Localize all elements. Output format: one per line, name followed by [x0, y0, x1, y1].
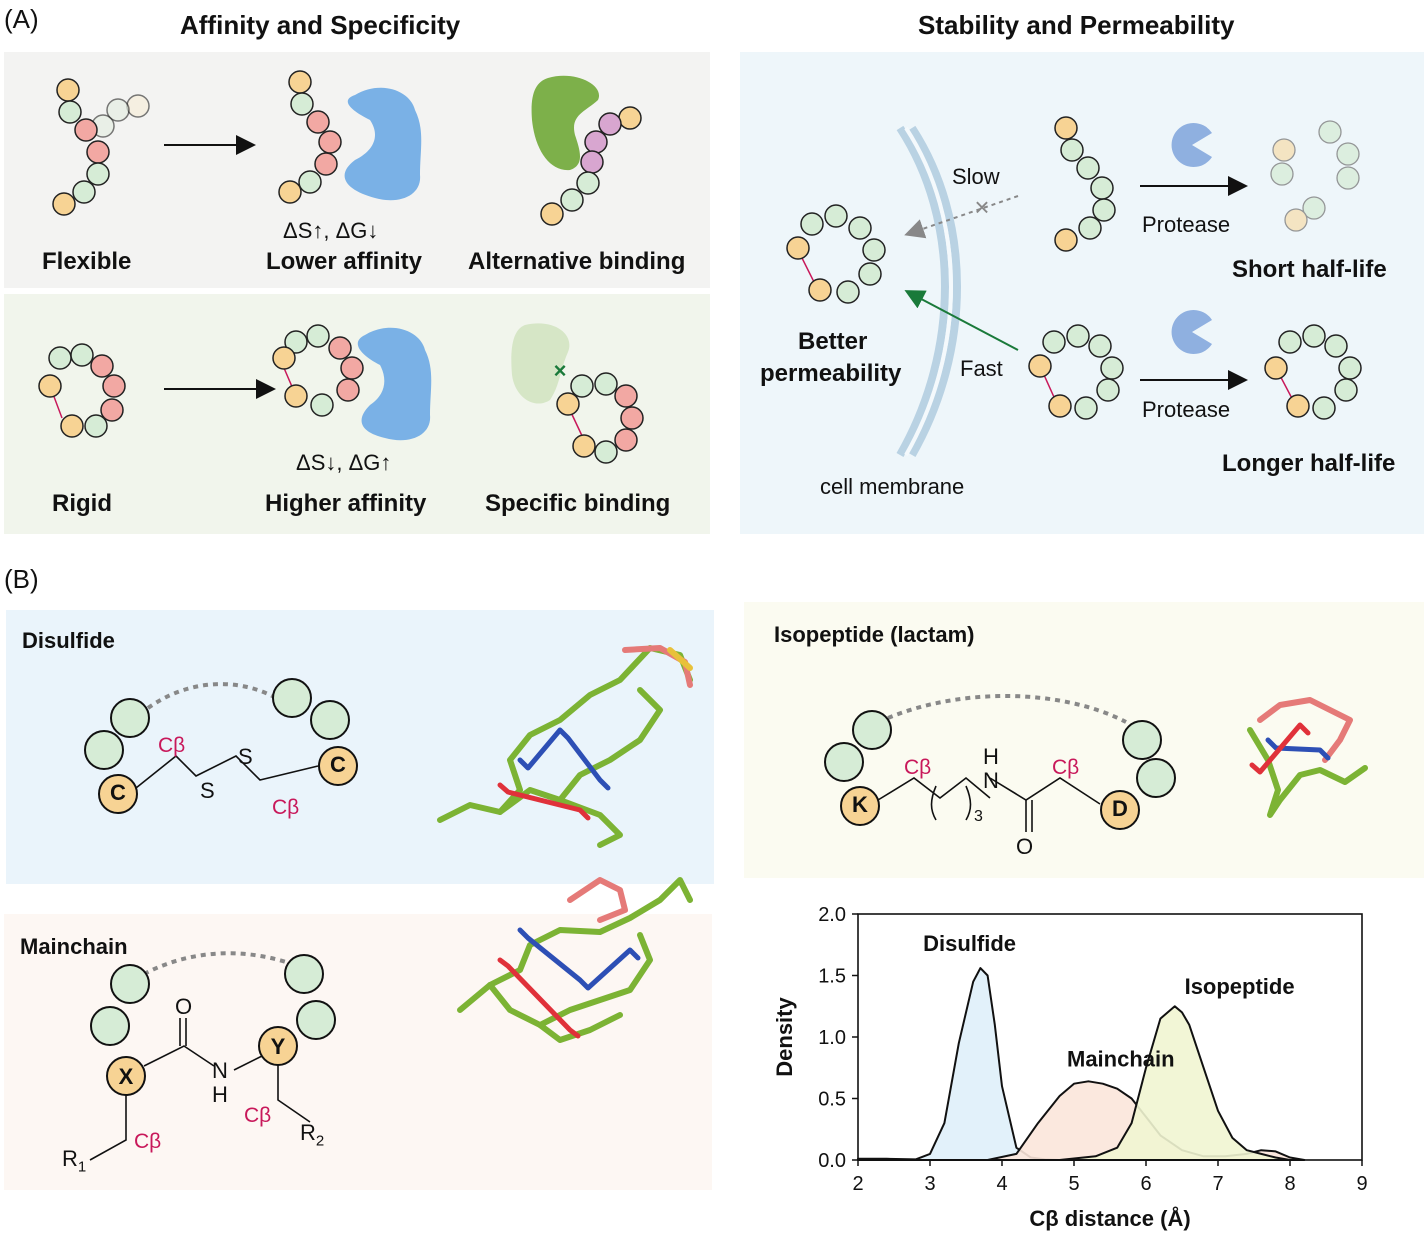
panel-b-structures — [84, 645, 1368, 1161]
mainchain-o: O — [175, 994, 193, 1019]
disulfide-molecule — [437, 645, 693, 848]
permeability-label: permeability — [760, 360, 902, 387]
x-tick-label: 8 — [1284, 1173, 1295, 1195]
y-tick-label: 1.0 — [818, 1027, 846, 1049]
alternative-binding-label: Alternative binding — [468, 248, 686, 275]
x-axis-label: Cβ distance (Å) — [1029, 1205, 1190, 1231]
panel-a-letter: (A) — [4, 4, 39, 34]
isopeptide-cb-left: Cβ — [904, 756, 932, 779]
series-label-isopeptide: Isopeptide — [1185, 974, 1295, 999]
isopeptide-cb-right: Cβ — [1052, 756, 1080, 779]
cell-membrane-label: cell membrane — [820, 474, 965, 499]
density-area-isopeptide — [1058, 1005, 1291, 1161]
rigid-energy: ΔS↓, ΔG↑ — [296, 450, 392, 475]
mainchain-n: N — [212, 1058, 228, 1083]
isopeptide-n: N — [983, 768, 999, 793]
mainchain-title: Mainchain — [20, 934, 128, 959]
isopeptide-res-d: D — [1112, 796, 1128, 821]
series-label-disulfide: Disulfide — [923, 931, 1016, 956]
flexible-energy: ΔS↑, ΔG↓ — [283, 218, 379, 243]
mainchain-res-y: Y — [270, 1034, 286, 1059]
mainchain-r2: R2 — [300, 1120, 325, 1150]
isopeptide-h: H — [983, 744, 999, 769]
mainchain-molecule — [457, 877, 693, 1043]
disulfide-res-right: C — [330, 752, 346, 777]
longer-half-life-label: Longer half-life — [1222, 450, 1396, 477]
blocked-icon: × — [554, 358, 567, 383]
x-tick-label: 3 — [924, 1173, 935, 1195]
target-protein-blob — [344, 87, 422, 201]
higher-affinity-label: Higher affinity — [265, 490, 427, 517]
protease-icon-top — [1171, 123, 1212, 167]
y-tick-label: 2.0 — [818, 904, 846, 926]
series-label-mainchain: Mainchain — [1067, 1047, 1175, 1072]
disulfide-panel — [6, 610, 714, 884]
density-area-disulfide — [857, 967, 1061, 1161]
y-tick-label: 1.5 — [818, 966, 846, 988]
x-tick-label: 7 — [1212, 1173, 1223, 1195]
x-tick-label: 9 — [1356, 1173, 1367, 1195]
protease-icon-bottom — [1171, 310, 1212, 354]
better-label: Better — [798, 328, 868, 355]
isopeptide-res-k: K — [852, 792, 868, 817]
isopeptide-molecule — [1247, 697, 1368, 818]
mainchain-panel — [4, 914, 712, 1190]
isopeptide-subscript: 3 — [974, 808, 983, 825]
short-half-life-label: Short half-life — [1232, 256, 1387, 283]
x-tick-label: 5 — [1068, 1173, 1079, 1195]
x-tick-label: 2 — [852, 1173, 863, 1195]
panel-b-letter: (B) — [4, 564, 39, 594]
x-tick-label: 6 — [1140, 1173, 1151, 1195]
protease-label-bottom: Protease — [1142, 397, 1231, 422]
disulfide-res-left: C — [110, 780, 126, 805]
y-tick-label: 0.0 — [818, 1150, 846, 1172]
y-axis-label: Density — [772, 997, 797, 1077]
isopeptide-title: Isopeptide (lactam) — [774, 622, 975, 647]
flexible-peptide — [52, 78, 150, 216]
disulfide-cb-right: Cβ — [272, 796, 300, 819]
slow-blocked-icon: × — [974, 192, 989, 222]
specific-binding-label: Specific binding — [485, 490, 671, 517]
protease-label-top: Protease — [1142, 212, 1231, 237]
isopeptide-o: O — [1016, 834, 1034, 859]
sulfur-right: S — [238, 744, 253, 769]
mainchain-res-x: X — [118, 1064, 134, 1089]
disulfide-title: Disulfide — [22, 628, 115, 653]
density-chart: 2 3 4 5 6 7 8 9 0.0 0.5 1.0 1.5 2.0 Cβ distance (Å) De… — [772, 904, 1368, 1231]
rigid-label: Rigid — [52, 490, 112, 517]
flexible-label: Flexible — [42, 248, 132, 275]
disulfide-cb-left: Cβ — [158, 734, 186, 757]
x-tick-label: 4 — [996, 1173, 1007, 1195]
mainchain-r1: R1 — [62, 1146, 87, 1176]
section-title-affinity: Affinity and Specificity — [180, 10, 461, 40]
mainchain-h: H — [212, 1082, 228, 1107]
section-title-stability: Stability and Permeability — [918, 10, 1235, 40]
slow-label: Slow — [952, 164, 1000, 189]
sulfur-left: S — [200, 778, 215, 803]
panel-a-diagram: × × — [38, 70, 1362, 464]
lower-affinity-label: Lower affinity — [266, 248, 423, 275]
mainchain-cb-right: Cβ — [244, 1104, 272, 1127]
fast-label: Fast — [960, 356, 1003, 381]
y-tick-label: 0.5 — [818, 1089, 846, 1111]
mainchain-cb-left: Cβ — [134, 1130, 162, 1153]
